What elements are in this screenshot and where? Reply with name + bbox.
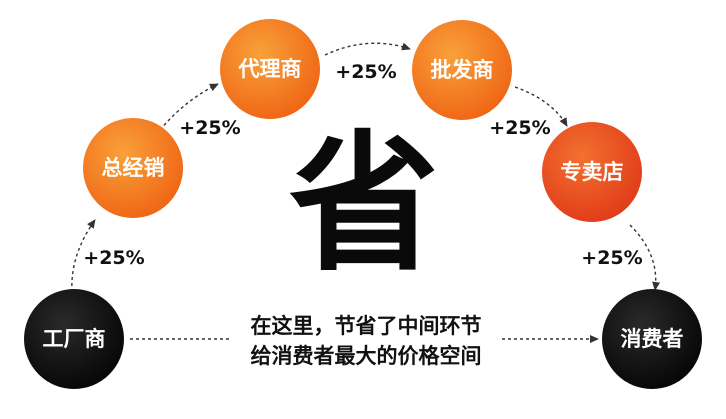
node-consumer: 消费者 <box>602 289 702 389</box>
node-consumer-label: 消费者 <box>621 327 684 351</box>
markup-label-5: +25% <box>581 247 642 269</box>
markup-label-3: +25% <box>335 61 396 83</box>
arrow-factory-to-distributor <box>71 219 96 293</box>
node-factory: 工厂商 <box>24 289 124 389</box>
arrow-retailer-to-consumer <box>629 224 661 291</box>
arrow-wholesaler-to-retailer <box>514 86 568 127</box>
node-general-distributor-label: 总经销 <box>102 156 165 180</box>
node-wholesaler-label: 批发商 <box>431 58 494 82</box>
node-retailer: 专卖店 <box>542 122 642 222</box>
caption-line-2: 给消费者最大的价格空间 <box>251 344 482 368</box>
node-wholesaler: 批发商 <box>412 20 512 120</box>
caption-backdrop <box>232 314 500 372</box>
node-agent-label: 代理商 <box>238 57 302 81</box>
markup-label-1: +25% <box>83 247 144 269</box>
node-general-distributor: 总经销 <box>83 118 183 218</box>
node-retailer-label: 专卖店 <box>561 160 624 184</box>
center-save-character: 省 <box>289 118 439 292</box>
arrow-distributor-to-agent <box>159 83 219 131</box>
markup-label-4: +25% <box>489 117 550 139</box>
node-agent: 代理商 <box>220 19 320 119</box>
caption-line-1: 在这里，节省了中间环节 <box>251 314 482 338</box>
arrow-agent-to-wholesaler <box>324 42 411 56</box>
node-factory-label: 工厂商 <box>43 327 106 351</box>
markup-label-2: +25% <box>179 117 240 139</box>
